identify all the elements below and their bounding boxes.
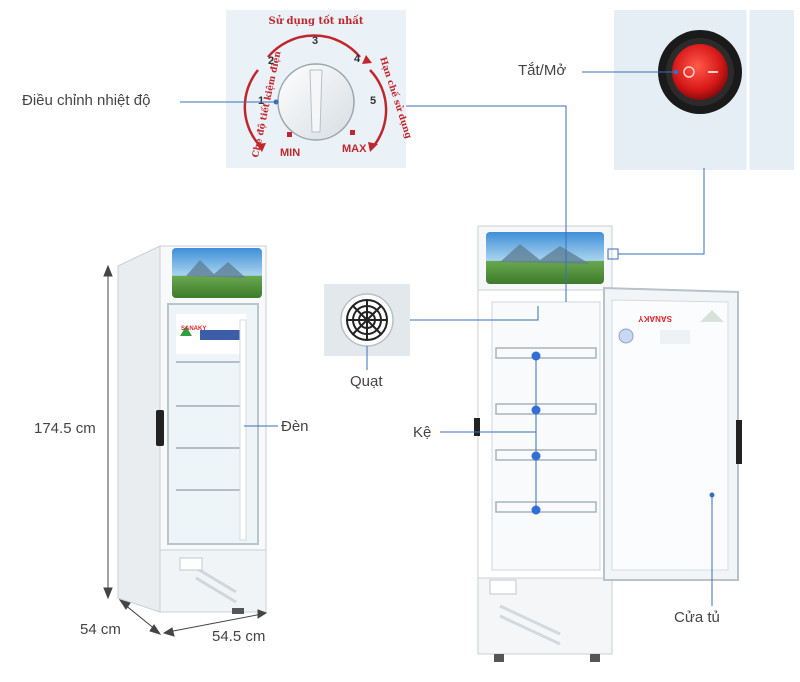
callout-lines <box>180 69 715 606</box>
label-light: Đèn <box>281 418 309 435</box>
shelf-markers <box>531 351 541 515</box>
power-switch-panel <box>614 10 794 170</box>
dial-number-4: 4 <box>354 53 361 65</box>
dial-number-2: 2 <box>268 55 274 67</box>
label-fan: Quạt <box>350 373 383 390</box>
dimension-depth: 54 cm <box>80 621 121 638</box>
dial-top-arc-text: Sử dụng tốt nhất <box>268 15 363 27</box>
power-switch-button[interactable] <box>672 44 728 100</box>
dimension-arrows <box>103 264 268 637</box>
dial-max-label: MAX <box>342 143 367 155</box>
dial-number-3: 3 <box>312 35 318 47</box>
brand-logo-left: SANAKY <box>181 326 206 332</box>
brand-logo-door: SANAKY <box>638 314 672 323</box>
fan-thumbnail <box>324 284 410 356</box>
dimension-height: 174.5 cm <box>34 420 96 437</box>
label-door: Cửa tủ <box>674 609 720 626</box>
dial-number-1: 1 <box>258 95 264 107</box>
temperature-dial-panel <box>226 10 406 168</box>
dial-min-label: MIN <box>280 147 300 159</box>
fridge-open <box>474 225 742 662</box>
label-shelf: Kệ <box>413 424 432 441</box>
label-temperature-control: Điều chỉnh nhiệt độ <box>22 92 151 109</box>
dimension-width: 54.5 cm <box>212 628 266 645</box>
label-power-switch: Tắt/Mở <box>518 62 567 79</box>
fridge-closed <box>117 245 267 614</box>
dial-number-5: 5 <box>370 95 376 107</box>
